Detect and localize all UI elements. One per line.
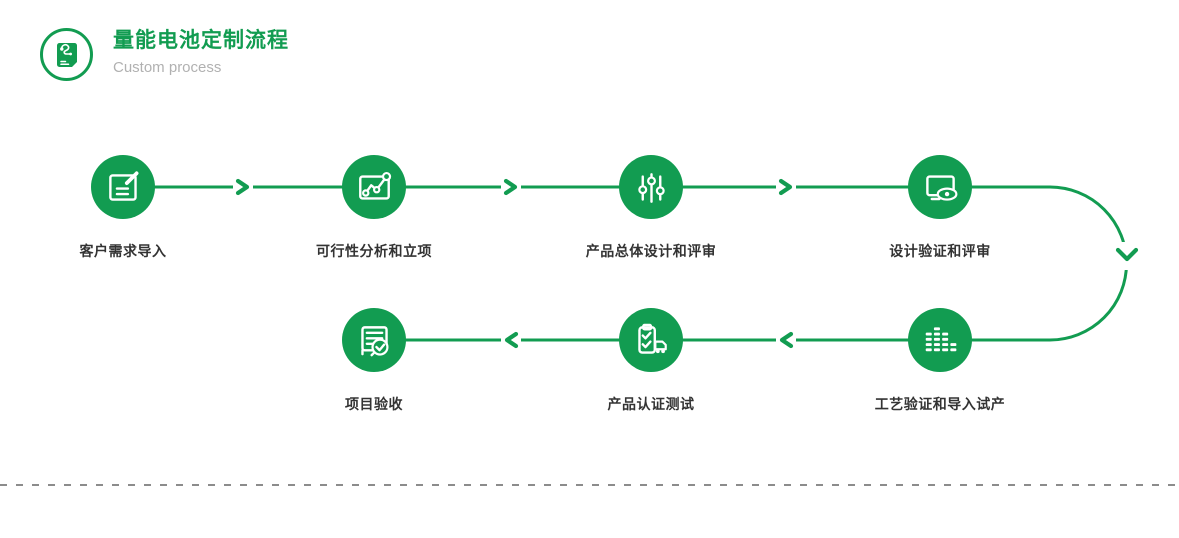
step-circle-1 bbox=[91, 155, 155, 219]
step-label-5: 工艺验证和导入试产 bbox=[874, 396, 1006, 412]
equalizer-bars-icon bbox=[925, 326, 956, 351]
arrow-right-icon bbox=[235, 178, 250, 196]
step-circle-6 bbox=[619, 308, 683, 372]
header-text: 量能电池定制流程 Custom process bbox=[113, 28, 289, 76]
step-circle-5 bbox=[908, 308, 972, 372]
page-title: 量能电池定制流程 bbox=[113, 29, 289, 52]
step-label-1: 客户需求导入 bbox=[79, 243, 167, 259]
step-label-6: 产品认证测试 bbox=[607, 396, 695, 412]
step-circle-4 bbox=[908, 155, 972, 219]
arrow-left-icon bbox=[504, 331, 519, 349]
arrow-left-icon bbox=[779, 331, 794, 349]
edit-document-icon bbox=[108, 170, 138, 201]
step-label-4: 设计验证和评审 bbox=[889, 243, 991, 259]
step-circle-3 bbox=[619, 155, 683, 219]
clipboard-truck-icon bbox=[637, 323, 667, 354]
document-check-icon bbox=[360, 325, 389, 356]
sliders-icon bbox=[637, 172, 665, 203]
header-logo-ring bbox=[40, 28, 93, 81]
line-chart-icon bbox=[358, 171, 391, 200]
step-label-2: 可行性分析和立项 bbox=[316, 243, 432, 259]
step-label-7: 项目验收 bbox=[345, 396, 403, 412]
arrow-down-icon bbox=[1115, 247, 1139, 262]
step-circle-7 bbox=[342, 308, 406, 372]
arrow-right-icon bbox=[503, 178, 518, 196]
arrow-right-icon bbox=[778, 178, 793, 196]
monitor-eye-icon bbox=[925, 174, 957, 201]
step-circle-2 bbox=[342, 155, 406, 219]
step-label-3: 产品总体设计和评审 bbox=[585, 243, 717, 259]
header: 量能电池定制流程 Custom process bbox=[40, 28, 289, 81]
page-subtitle: Custom process bbox=[113, 59, 222, 77]
flow-document-icon bbox=[56, 42, 77, 67]
dashed-divider bbox=[0, 484, 1179, 486]
